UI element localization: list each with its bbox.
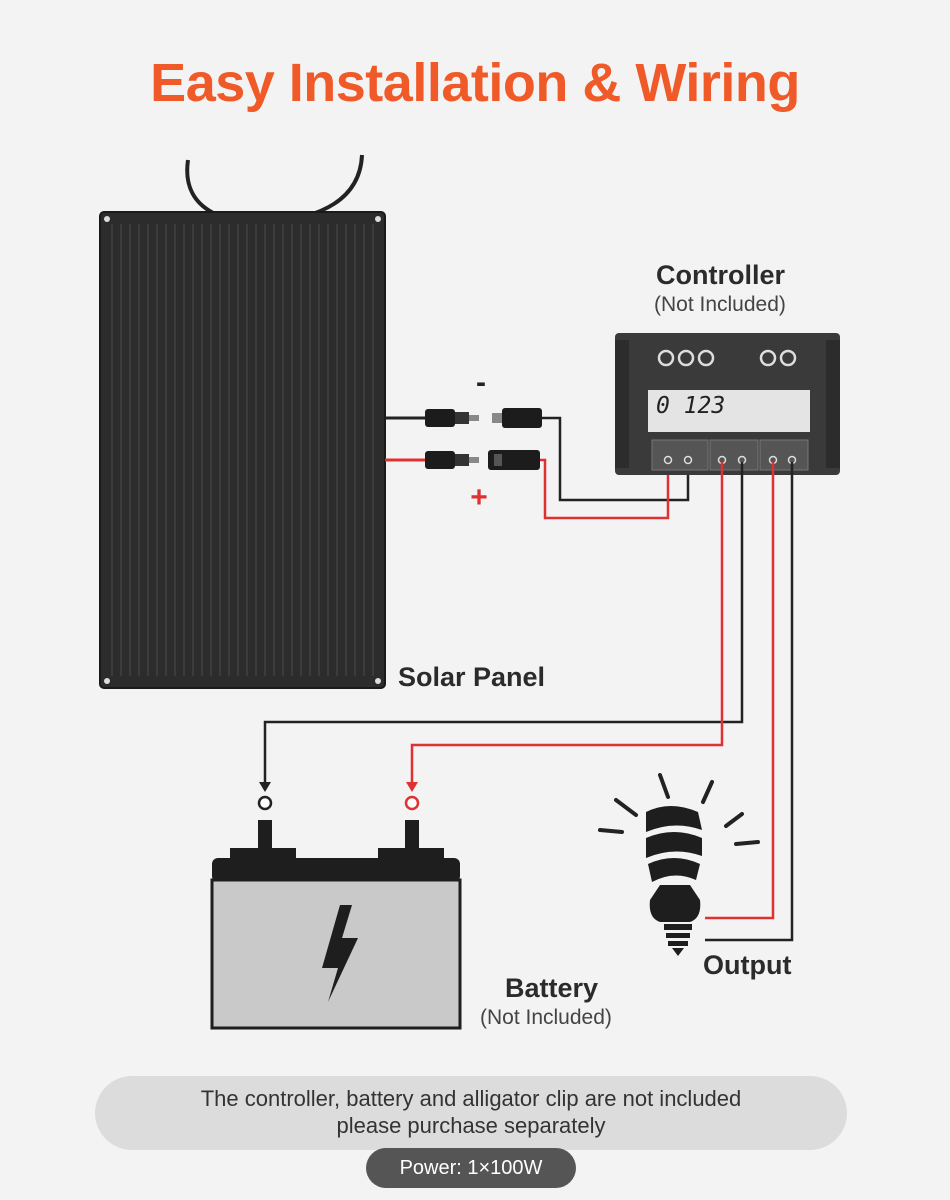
page-title: Easy Installation & Wiring xyxy=(150,53,800,113)
charge-controller xyxy=(615,333,840,475)
power-badge: Power: 1×100W xyxy=(366,1148,576,1188)
battery-negative-wire xyxy=(263,462,744,790)
disclaimer-line-1: The controller, battery and alligator cl… xyxy=(200,1086,742,1111)
output-positive-wire xyxy=(705,462,775,920)
controller-label: Controller xyxy=(656,260,786,290)
mc4-connector-positive-female xyxy=(488,450,540,470)
disclaimer-line-2: please purchase separately xyxy=(336,1113,606,1138)
negative-sign: - xyxy=(476,366,486,399)
solar-panel-label: Solar Panel xyxy=(398,662,546,692)
mc4-connector-negative-male xyxy=(425,409,479,427)
battery-positive-wire xyxy=(410,462,724,790)
panel-negative-wire xyxy=(542,416,690,502)
output-label: Output xyxy=(703,950,792,980)
output-negative-wire xyxy=(705,462,794,942)
disclaimer-box: The controller, battery and alligator cl… xyxy=(95,1076,847,1150)
mc4-connector-negative-female xyxy=(492,408,542,428)
battery xyxy=(210,795,462,1030)
controller-note: (Not Included) xyxy=(654,293,786,316)
solar-panel xyxy=(99,211,386,689)
battery-note: (Not Included) xyxy=(480,1006,612,1029)
lightning-bolt-icon xyxy=(322,905,358,1002)
light-bulb-icon xyxy=(598,773,760,956)
controller-button-icon xyxy=(657,349,675,367)
positive-sign: + xyxy=(470,481,488,514)
battery-label: Battery xyxy=(505,973,599,1003)
mc4-connector-positive-male xyxy=(425,451,479,469)
controller-display: 0 123 xyxy=(656,393,726,419)
panel-positive-wire xyxy=(540,458,670,520)
controller-lcd xyxy=(648,390,810,432)
